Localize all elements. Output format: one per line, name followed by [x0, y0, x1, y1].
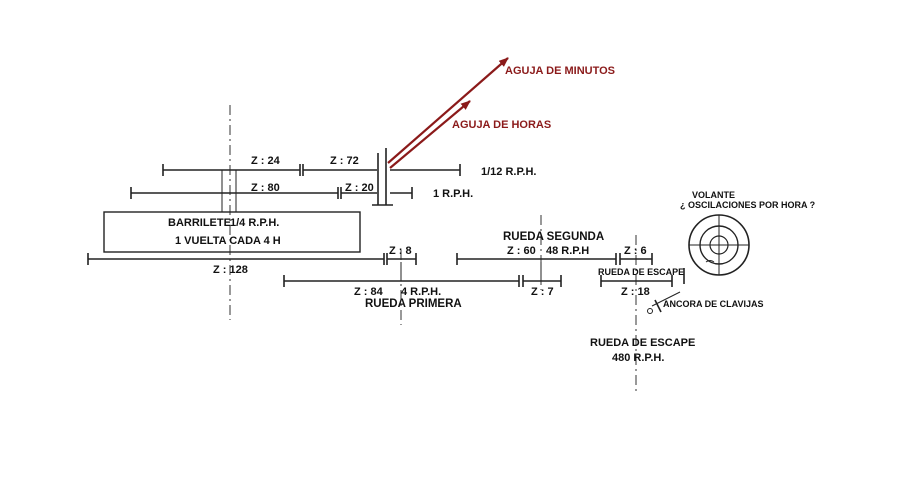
gear-z128 — [87, 253, 385, 265]
barrel-box — [103, 211, 361, 253]
balance-wheel — [688, 214, 750, 276]
minute-hand-label: AGUJA DE MINUTOS — [505, 65, 615, 77]
gear-z7 — [522, 262, 562, 287]
gear-z60 — [456, 253, 617, 265]
gear-z7-label: Z : 7 — [531, 286, 554, 298]
escape-wheel-small-label: RUEDA DE ESCAPE — [598, 267, 684, 277]
gear-z24-label: Z : 24 — [251, 155, 281, 167]
rph-1-label: 1 R.P.H. — [433, 188, 473, 200]
second-wheel-label: RUEDA SEGUNDA — [503, 231, 604, 243]
escape-wheel-label: RUEDA DE ESCAPE — [590, 337, 695, 349]
hour-wheel-arbor — [390, 164, 461, 176]
gear-z128-label: Z : 128 — [213, 264, 248, 276]
rph-1-12-label: 1/12 R.P.H. — [481, 166, 536, 178]
center-shaft — [372, 148, 393, 206]
gear-z72-label: Z : 72 — [330, 155, 359, 167]
barrel-turn-label: 1 VUELTA CADA 4 H — [175, 235, 281, 247]
barrel-name-label: BARRILETE — [168, 217, 231, 229]
minute-arbor-line — [390, 187, 413, 199]
gear-z18 — [600, 275, 673, 287]
barrel-arbor — [221, 170, 237, 212]
gear-z84 — [283, 262, 520, 287]
gear-z8-label: Z : 8 — [389, 245, 412, 257]
gear-z20-label: Z : 20 — [345, 182, 374, 194]
gear-z24 — [162, 164, 301, 176]
barrel-speed-label: 1/4 R.P.H. — [230, 217, 279, 229]
anchor-label: ANCORA DE CLAVIJAS — [663, 299, 764, 309]
gear-z72 — [302, 164, 377, 176]
hour-hand-arrow — [389, 100, 471, 169]
balance-question-label: ¿ OSCILACIONES POR HORA ? — [680, 200, 815, 210]
gear-z8 — [386, 253, 417, 265]
rph-48-label: 48 R.P.H — [546, 245, 589, 257]
rph-4-label: 4 R.P.H. — [401, 286, 441, 298]
escape-speed-label: 480 R.P.H. — [612, 352, 664, 364]
anchor-pins — [647, 268, 685, 314]
hour-hand-label: AGUJA DE HORAS — [452, 119, 551, 131]
minute-hand-arrow — [387, 57, 509, 164]
first-wheel-label: RUEDA PRIMERA — [365, 298, 462, 310]
gear-z6 — [619, 253, 653, 265]
gear-z60-label: Z : 60 — [507, 245, 536, 257]
gear-z80-label: Z : 80 — [251, 182, 280, 194]
balance-name-label: VOLANTE — [692, 190, 735, 200]
gear-z20 — [340, 187, 377, 199]
gear-z6-label: Z : 6 — [624, 245, 647, 257]
gear-z18-label: Z : 18 — [621, 286, 650, 298]
gear-z84-label: Z : 84 — [354, 286, 384, 298]
gear-z80 — [130, 187, 339, 199]
